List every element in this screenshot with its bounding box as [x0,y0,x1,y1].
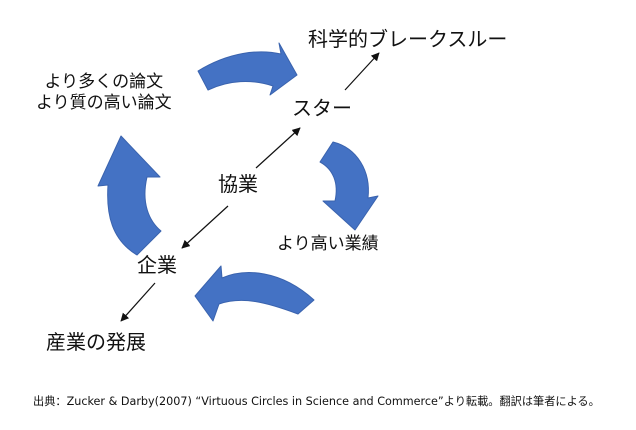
label-scientific-breakthrough: 科学的ブレークスルー [308,27,508,51]
label-higher-performance: より高い業績 [277,234,379,254]
virtuous-circle-diagram [97,42,380,322]
label-industry-development: 産業の発展 [46,330,146,354]
arrow-firm-to-industry [120,282,156,322]
arrow-star-to-breakthrough [344,52,380,91]
cycle-arrow-bottom [194,265,315,322]
cycle-arrow-top [197,42,298,96]
label-papers-line2: より質の高い論文 [36,93,172,114]
source-citation: 出典：Zucker & Darby(2007) “Virtuous Circle… [33,395,600,408]
label-papers-line1: より多くの論文 [44,72,164,92]
arrow-collab-to-star [255,127,301,169]
label-firm: 企業 [137,253,177,277]
cycle-arrow-left [97,135,162,256]
label-collaboration: 協業 [218,172,258,196]
cycle-arrow-right [319,141,379,231]
label-more-and-better-papers: より多くの論文 より質の高い論文 [36,72,172,115]
arrow-collab-to-firm [181,205,229,249]
label-star: スター [292,96,352,120]
